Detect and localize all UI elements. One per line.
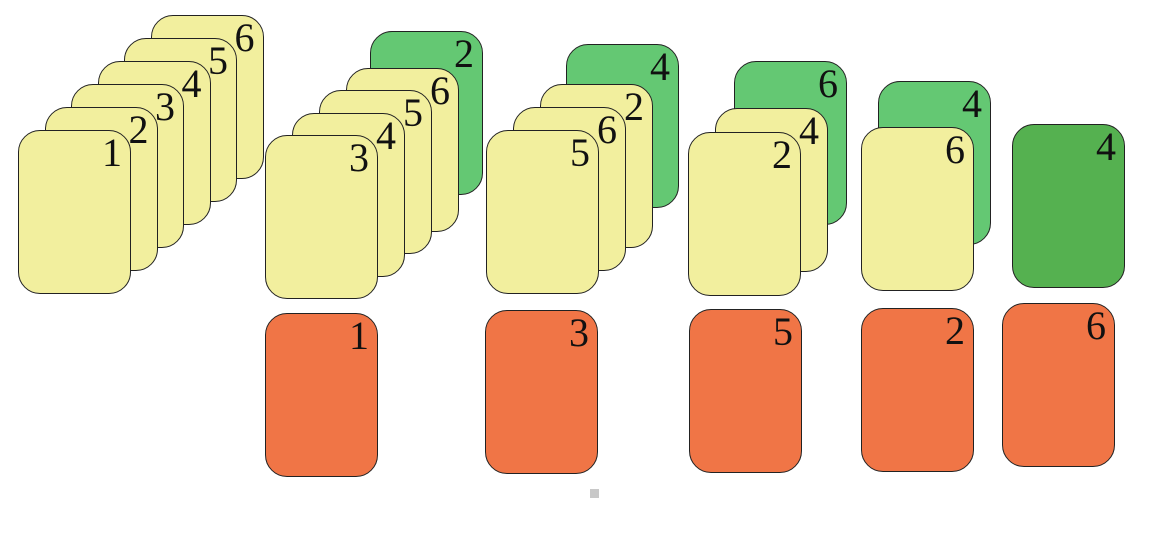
- card-number: 5: [773, 309, 793, 354]
- card-number: 6: [234, 15, 255, 60]
- orange-card: 5: [689, 309, 802, 473]
- card-number: 4: [1096, 124, 1116, 169]
- orange-card: 2: [861, 308, 974, 472]
- card-number: 4: [962, 81, 982, 126]
- card-number: 1: [102, 130, 122, 175]
- deck-card: 2: [688, 132, 801, 296]
- card-number: 5: [403, 90, 423, 135]
- card-number: 4: [650, 44, 670, 89]
- green-card: 4: [1012, 124, 1125, 288]
- card-number: 6: [1086, 303, 1106, 348]
- card-number: 3: [569, 310, 589, 355]
- deck-card: 5: [486, 130, 599, 294]
- card-number: 4: [376, 112, 396, 158]
- card-number: 2: [772, 132, 792, 177]
- card-number: 4: [799, 108, 819, 153]
- card-number: 3: [349, 135, 369, 180]
- orange-card: 3: [485, 310, 598, 474]
- card-number: 2: [454, 31, 474, 76]
- card-number: 6: [945, 127, 965, 172]
- scroll-marker: [590, 489, 599, 498]
- card-number: 2: [945, 308, 965, 353]
- card-number: 1: [349, 313, 369, 358]
- card-number: 4: [181, 61, 202, 106]
- deck-card: 6: [861, 127, 974, 291]
- card-number: 2: [624, 84, 644, 129]
- card-number: 2: [128, 107, 149, 152]
- card-number: 6: [430, 67, 450, 113]
- deck-card: 3: [265, 135, 378, 299]
- card-number: 5: [208, 38, 228, 83]
- deck-card: 1: [18, 130, 131, 294]
- card-number: 6: [597, 107, 617, 152]
- card-number: 3: [155, 84, 175, 129]
- card-number: 6: [818, 61, 838, 106]
- orange-card: 6: [1002, 303, 1115, 467]
- orange-card: 1: [265, 313, 378, 477]
- card-number: 5: [570, 130, 590, 175]
